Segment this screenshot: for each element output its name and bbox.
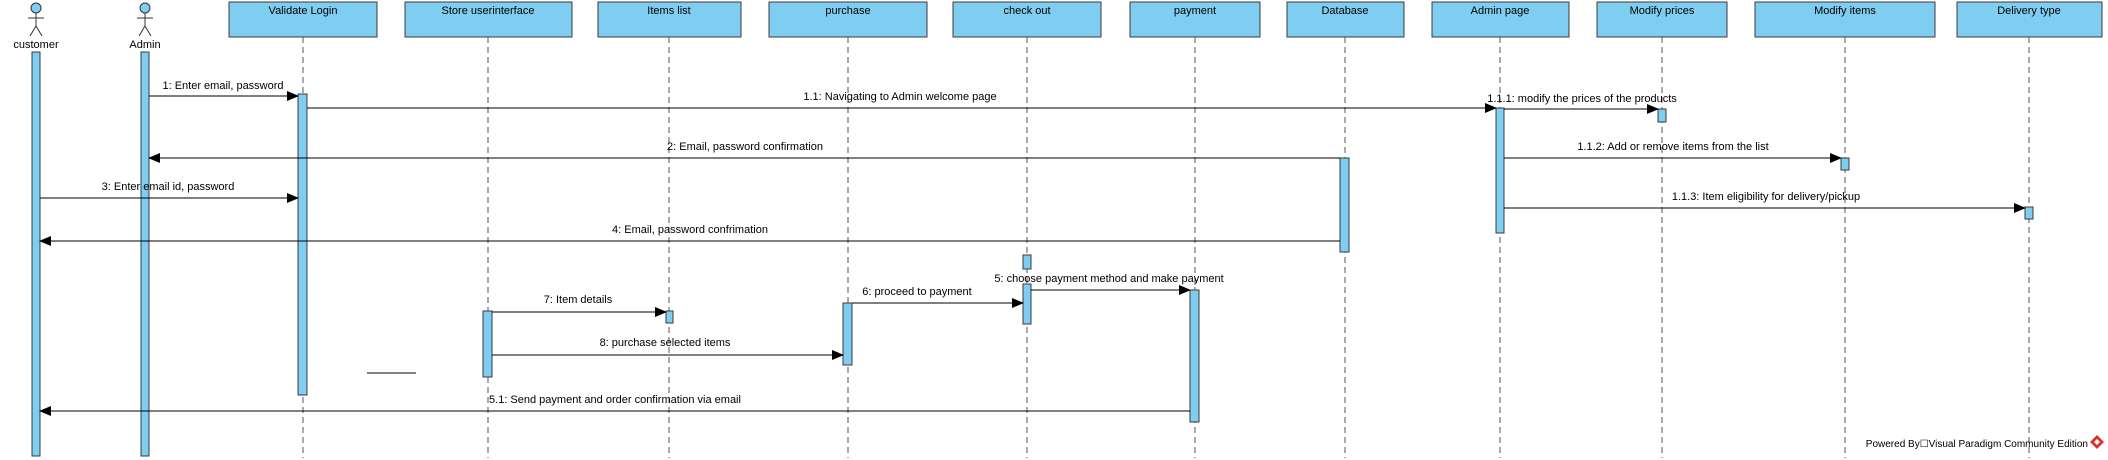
activation-purchase	[842, 302, 853, 366]
object-validate-login: Validate Login	[228, 1, 378, 38]
activation-modify-prices	[1657, 108, 1667, 123]
object-label: payment	[1174, 5, 1216, 17]
object-check-out: check out	[952, 1, 1102, 38]
activation-validate-login	[297, 93, 308, 396]
message-label: 8: purchase selected items	[600, 337, 731, 349]
footer-text: Powered By☐Visual Paradigm Community Edi…	[1866, 439, 2088, 450]
message-label: 5.1: Send payment and order confirmation…	[489, 394, 741, 406]
message-label: 1.1.2: Add or remove items from the list	[1577, 141, 1768, 153]
object-admin-page: Admin page	[1431, 1, 1570, 38]
object-label: Admin page	[1471, 5, 1530, 17]
object-modify-items: Modify items	[1754, 1, 1936, 38]
activation-customer	[31, 51, 41, 457]
object-store-userinterface: Store userinterface	[404, 1, 573, 38]
footer-watermark: Powered By☐Visual Paradigm Community Edi…	[1866, 435, 2104, 450]
object-payment: payment	[1129, 1, 1261, 38]
activation-modify-items	[1840, 157, 1850, 171]
activation-check-out-1	[1022, 254, 1032, 270]
message-label: 6: proceed to payment	[862, 286, 971, 298]
object-label: Modify items	[1814, 5, 1876, 17]
object-label: Database	[1321, 5, 1368, 17]
object-label: Items list	[647, 5, 690, 17]
activations	[31, 51, 2034, 457]
message-label: 3: Enter email id, password	[102, 181, 235, 193]
object-modify-prices: Modify prices	[1596, 1, 1728, 38]
activation-admin-page	[1495, 107, 1505, 234]
object-purchase: purchase	[768, 1, 928, 38]
actor-label-customer: customer	[13, 39, 59, 51]
object-label: Validate Login	[269, 5, 338, 17]
actor-head	[30, 2, 42, 14]
activation-database	[1339, 157, 1350, 253]
object-delivery-type: Delivery type	[1956, 1, 2103, 38]
activation-admin	[140, 51, 150, 457]
object-database: Database	[1286, 1, 1405, 38]
actor-head	[139, 2, 151, 14]
activation-items-list	[665, 310, 674, 324]
object-label: Store userinterface	[442, 5, 535, 17]
object-label: purchase	[825, 5, 870, 17]
message-label: 5: choose payment method and make paymen…	[994, 273, 1223, 285]
message-label: 1: Enter email, password	[162, 80, 283, 92]
object-items-list: Items list	[597, 1, 742, 38]
activation-payment	[1189, 289, 1200, 423]
activation-check-out-2	[1022, 283, 1032, 325]
message-label: 7: Item details	[544, 294, 613, 306]
message-label: 1.1.3: Item eligibility for delivery/pic…	[1672, 191, 1860, 203]
message-label: 4: Email, password confrimation	[612, 224, 768, 236]
actor-admin: Admin	[129, 2, 161, 51]
message-label: 2: Email, password confirmation	[667, 141, 823, 153]
message-label: 1.1: Navigating to Admin welcome page	[803, 91, 996, 103]
object-label: Delivery type	[1997, 5, 2061, 17]
actor-label-admin: Admin	[129, 39, 160, 51]
message-labels: 1: Enter email, password 1.1: Navigating…	[102, 80, 1860, 406]
message-label: 1.1.1: modify the prices of the products	[1487, 93, 1677, 105]
object-label: Modify prices	[1630, 5, 1695, 17]
activation-delivery-type	[2024, 206, 2034, 220]
activation-store-userinterface	[482, 310, 493, 378]
actor-customer: customer	[13, 2, 59, 51]
messages	[39, 91, 2026, 416]
object-label: check out	[1003, 5, 1050, 17]
